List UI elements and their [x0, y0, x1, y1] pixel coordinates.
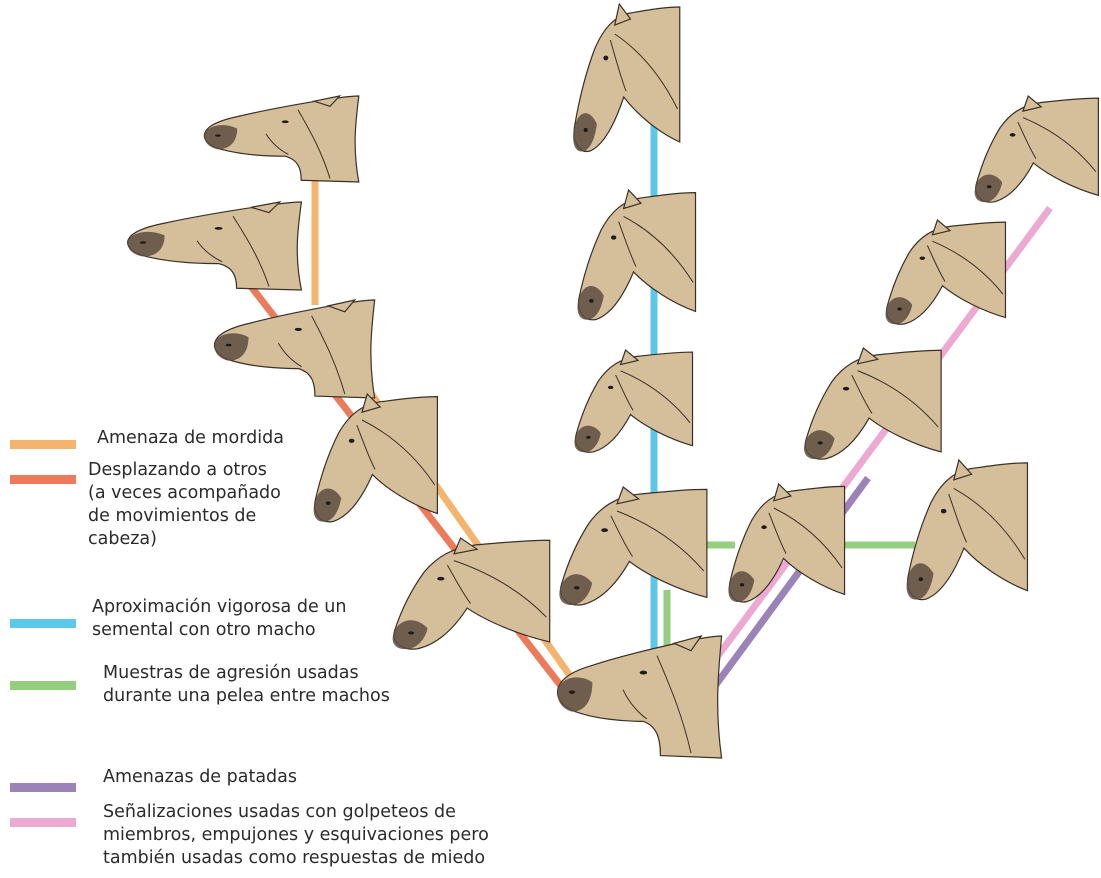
horse-head-orange-red-1 [214, 300, 374, 398]
legend-label-displacing: Desplazando a otros (a veces acompañado … [88, 459, 281, 551]
horse-head-pink-2 [886, 220, 1006, 324]
horse-head-blue-2 [577, 190, 695, 320]
legend-label-aggression-displays: Muestras de agresión usadas durante una … [103, 662, 390, 708]
legend-swatch-vigorous-approach [10, 619, 76, 628]
horse-head-orange-red-2 [314, 394, 438, 522]
legend-swatch-signals-fear [10, 818, 76, 827]
horse-head-red-top [128, 202, 302, 290]
legend-swatch-aggression-displays [10, 681, 76, 690]
horse-head-orange-top [204, 96, 358, 182]
legend-label-bite-threat: Amenaza de mordida [97, 427, 284, 450]
horse-head-blue-3 [574, 350, 692, 452]
legend-label-kick-threats: Amenazas de patadas [103, 766, 297, 789]
legend-swatch-bite-threat [10, 440, 76, 449]
horse-heads [128, 4, 1099, 758]
horse-head-pink-top [975, 96, 1099, 202]
legend-label-signals-fear: Señalizaciones usadas con golpeteos de m… [103, 801, 489, 870]
horse-head-hub [558, 636, 722, 758]
legend-swatch-displacing [10, 475, 76, 484]
horse-head-orange-red-3 [393, 538, 550, 649]
legend-swatch-kick-threats [10, 783, 76, 792]
horse-head-blue-4 [559, 487, 707, 605]
horse-head-green-right [907, 460, 1028, 600]
horse-head-blue-top [573, 4, 680, 151]
legend-label-vigorous-approach: Aproximación vigorosa de un semental con… [92, 596, 346, 642]
